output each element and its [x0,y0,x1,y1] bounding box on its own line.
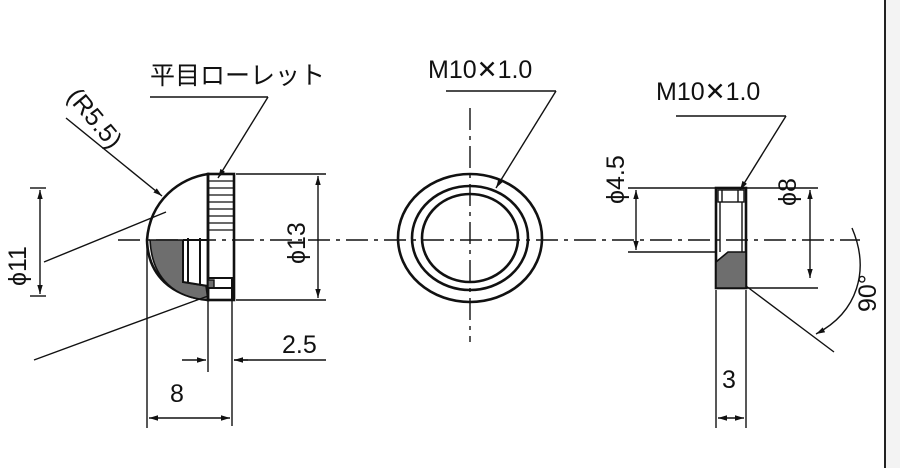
label-thread-center: M10✕1.0 [428,56,532,84]
leader-radius [65,117,163,197]
middle-ring [410,184,530,292]
outer-ring [396,172,544,304]
label-2-5: 2.5 [282,331,317,359]
side-view-cap-nut: ϕ11 (R5.5) 平目ローレット ϕ13 2.5 8 [4,61,326,428]
label-dia-11: ϕ11 [4,246,32,286]
flange-step [207,279,215,289]
label-knurl: 平目ローレット [150,61,325,90]
label-dia-8: ϕ8 [774,178,802,206]
bore-outline [182,240,209,287]
window-right-edge [884,0,900,468]
label-3: 3 [722,366,736,394]
label-angle-90: 90° [854,274,882,312]
label-radius: (R5.5) [61,83,127,154]
front-view-rings: M10✕1.0 [396,56,557,342]
angle-arc-90 [815,227,861,335]
label-dia-4-5: ϕ4.5 [602,155,630,204]
label-thread-right: M10✕1.0 [656,78,760,106]
knurl-lines [208,180,234,231]
side-view-thin-nut: ϕ4.5 ϕ8 M10✕1.0 3 90° [602,78,882,428]
label-8: 8 [170,380,184,408]
nut-section-fill [715,251,747,289]
label-dia-13: ϕ13 [283,222,311,264]
inner-ring [420,192,520,284]
